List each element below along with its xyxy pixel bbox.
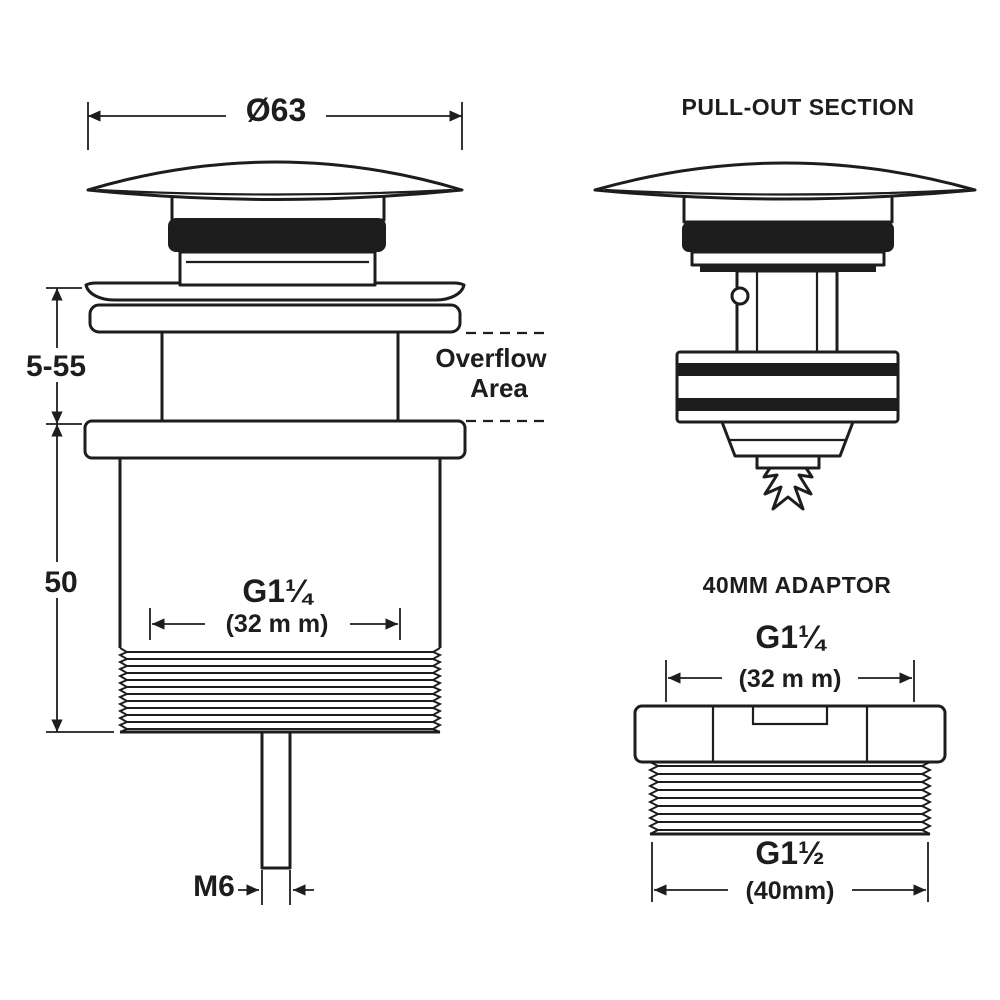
- height-range-label: 5-55: [26, 350, 86, 383]
- cap-stem: [168, 194, 386, 287]
- pullout-title: PULL-OUT SECTION: [682, 94, 915, 120]
- thread-edge-right: [919, 761, 933, 835]
- dim-height-range: 5-55: [24, 287, 90, 425]
- pullout-stem-assembly: [730, 269, 839, 354]
- overflow-annotation: Overflow Area: [435, 331, 548, 423]
- dome-inner-line: [97, 188, 453, 196]
- threaded-body: [117, 458, 443, 734]
- adaptor-thread-bottom-mm-label: (40mm): [746, 877, 835, 905]
- upper-flange: [88, 303, 462, 334]
- dim-rod-m6: M6: [193, 870, 314, 905]
- dim-body-height: 50: [38, 424, 114, 733]
- dome-outline: [593, 161, 977, 201]
- adaptor-thread-top-mm-label: (32 m m): [739, 665, 842, 693]
- dim-thread-g114: G1¼ (32 m m): [149, 573, 401, 640]
- thread-lines: [658, 765, 922, 831]
- thread-edge-left: [117, 647, 130, 733]
- dim-adaptor-40mm: (40mm): [651, 842, 929, 905]
- pullout-lower: [720, 420, 855, 511]
- pullout-cap: [593, 161, 977, 272]
- dome-cap: [86, 160, 464, 201]
- main-view: Ø63: [24, 90, 548, 905]
- rod-thread-label: M6: [193, 870, 235, 903]
- dome-inner-line: [604, 188, 966, 196]
- lower-flange: [83, 419, 467, 460]
- thread-edge-left: [647, 761, 661, 835]
- adaptor-view: 40MM ADAPTOR G1¼ (32 m m) G1½: [633, 572, 947, 905]
- adaptor-threads: [647, 761, 933, 836]
- pullout-view: PULL-OUT SECTION: [593, 94, 977, 511]
- label-background: [24, 348, 90, 382]
- overflow-label-line2: Area: [470, 373, 528, 403]
- body-height-label: 50: [44, 566, 77, 599]
- overflow-body: [160, 330, 400, 423]
- label-background: [38, 562, 84, 598]
- diameter-label: Ø63: [246, 92, 306, 128]
- adaptor-nut: [633, 704, 947, 764]
- thread-lines: [127, 651, 433, 730]
- thread-edge-right: [430, 647, 443, 733]
- nut-facet-top: [751, 704, 829, 726]
- cap-subneck: [690, 250, 886, 267]
- dome-outline: [86, 160, 464, 201]
- dim-diameter-63: Ø63: [87, 90, 463, 150]
- pullout-seal-block: [675, 350, 900, 424]
- seal-block-band-bottom: [678, 398, 897, 411]
- overflow-label-line1: Overflow: [435, 343, 547, 373]
- nut-body: [633, 704, 947, 764]
- adaptor-title: 40MM ADAPTOR: [703, 572, 892, 598]
- adaptor-thread-bottom-label: G1½: [755, 835, 824, 871]
- stem-pin: [730, 286, 750, 306]
- dim-adaptor-32mm: (32 m m): [665, 660, 915, 702]
- seal-block-body: [675, 350, 900, 424]
- cap-seal-band: [682, 222, 894, 252]
- seal-band: [168, 218, 386, 252]
- adaptor-thread-top-label: G1¼: [755, 619, 827, 655]
- cap-thin-strip: [700, 265, 876, 272]
- thread-size-mm-label: (32 m m): [226, 610, 329, 638]
- label-background: [226, 90, 326, 126]
- stem-lower: [178, 250, 377, 287]
- rod-shape: [260, 730, 292, 870]
- top-washer: [84, 281, 466, 302]
- retaining-clip: [762, 466, 814, 511]
- stem-body: [735, 269, 839, 354]
- thread-size-label: G1¼: [242, 573, 314, 609]
- clip-neck: [755, 454, 821, 470]
- rod: [260, 730, 292, 870]
- seal-block-band-top: [678, 363, 897, 376]
